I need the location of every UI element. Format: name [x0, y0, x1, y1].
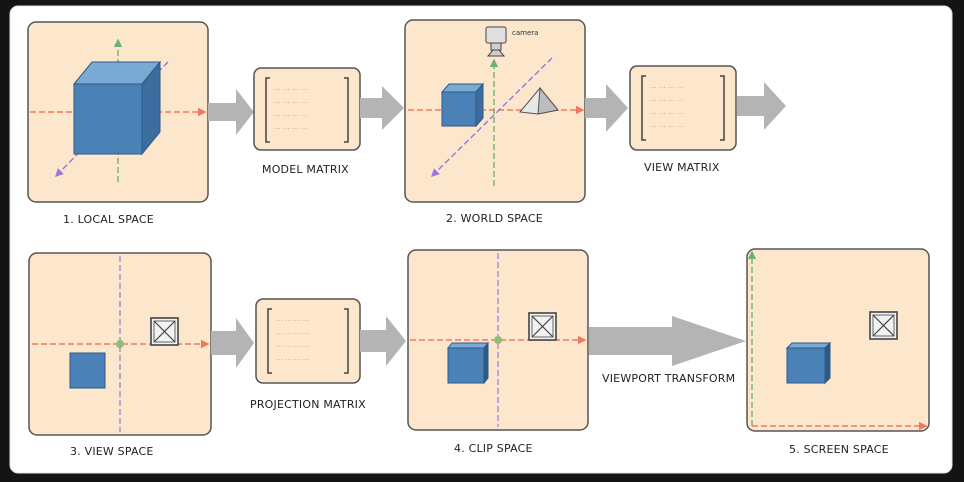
projection-matrix-label: PROJECTION MATRIX [250, 398, 366, 411]
arrow-right-icon [208, 89, 254, 135]
local-space-panel [27, 21, 209, 203]
view-space-label: 3. VIEW SPACE [70, 445, 154, 458]
clip-space-label: 4. CLIP SPACE [454, 442, 533, 455]
view-space-panel [28, 252, 212, 436]
view-matrix-label: VIEW MATRIX [644, 161, 720, 174]
model-matrix-label: MODEL MATRIX [262, 163, 349, 176]
projection-matrix-box: ··· ··· ··· ··· ··· ··· ··· ··· ··· ··· … [255, 298, 361, 384]
svg-text:··· ··· ··· ···: ··· ··· ··· ··· [650, 123, 683, 131]
cube-icon [785, 341, 832, 385]
screen-space-label: 5. SCREEN SPACE [789, 443, 889, 456]
svg-text:··· ··· ··· ···: ··· ··· ··· ··· [650, 110, 683, 118]
cube-icon [72, 60, 162, 156]
arrow-right-icon [360, 86, 404, 130]
camera-label: camera [512, 29, 539, 37]
pyramid-icon [519, 86, 559, 115]
arrow-right-icon [585, 84, 628, 132]
svg-text:··· ··· ··· ···: ··· ··· ··· ··· [276, 343, 309, 351]
arrow-right-icon [737, 82, 786, 130]
boxed-x-icon [528, 312, 557, 341]
matrix-dots: ··· ··· ··· ··· ··· ··· ··· ··· ··· ··· … [276, 317, 309, 364]
cube-icon [69, 352, 106, 389]
camera-icon [485, 26, 507, 57]
matrix-dots: ··· ··· ··· ··· ··· ··· ··· ··· ··· ··· … [274, 86, 307, 133]
origin-point [494, 336, 502, 344]
matrix-dots: ··· ··· ··· ··· ··· ··· ··· ··· ··· ··· … [650, 84, 683, 131]
svg-text:··· ··· ··· ···: ··· ··· ··· ··· [276, 330, 309, 338]
cube-icon [446, 341, 490, 385]
svg-text:··· ··· ··· ···: ··· ··· ··· ··· [650, 97, 683, 105]
boxed-x-icon [150, 317, 179, 346]
origin-point [116, 340, 124, 348]
svg-text:··· ··· ··· ···: ··· ··· ··· ··· [274, 86, 307, 94]
svg-text:··· ··· ··· ···: ··· ··· ··· ··· [650, 84, 683, 92]
z-axis [431, 57, 553, 177]
cube-icon [440, 82, 485, 128]
arrow-right-icon [360, 316, 406, 366]
viewport-transform-label: VIEWPORT TRANSFORM [602, 372, 736, 385]
local-space-label: 1. LOCAL SPACE [63, 213, 154, 226]
view-matrix-box: ··· ··· ··· ··· ··· ··· ··· ··· ··· ··· … [629, 65, 737, 151]
clip-space-panel [407, 249, 589, 431]
boxed-x-icon [869, 311, 898, 340]
screen-space-panel [746, 248, 930, 432]
world-space-label: 2. WORLD SPACE [446, 212, 543, 225]
arrow-right-icon [589, 316, 746, 366]
world-space-panel [404, 19, 586, 203]
arrow-right-icon [211, 318, 254, 368]
svg-text:··· ··· ··· ···: ··· ··· ··· ··· [276, 317, 309, 325]
svg-text:··· ··· ··· ···: ··· ··· ··· ··· [274, 99, 307, 107]
svg-text:··· ··· ··· ···: ··· ··· ··· ··· [274, 112, 307, 120]
model-matrix-box: ··· ··· ··· ··· ··· ··· ··· ··· ··· ··· … [253, 67, 361, 151]
svg-text:··· ··· ··· ···: ··· ··· ··· ··· [276, 356, 309, 364]
svg-text:··· ··· ··· ···: ··· ··· ··· ··· [274, 125, 307, 133]
